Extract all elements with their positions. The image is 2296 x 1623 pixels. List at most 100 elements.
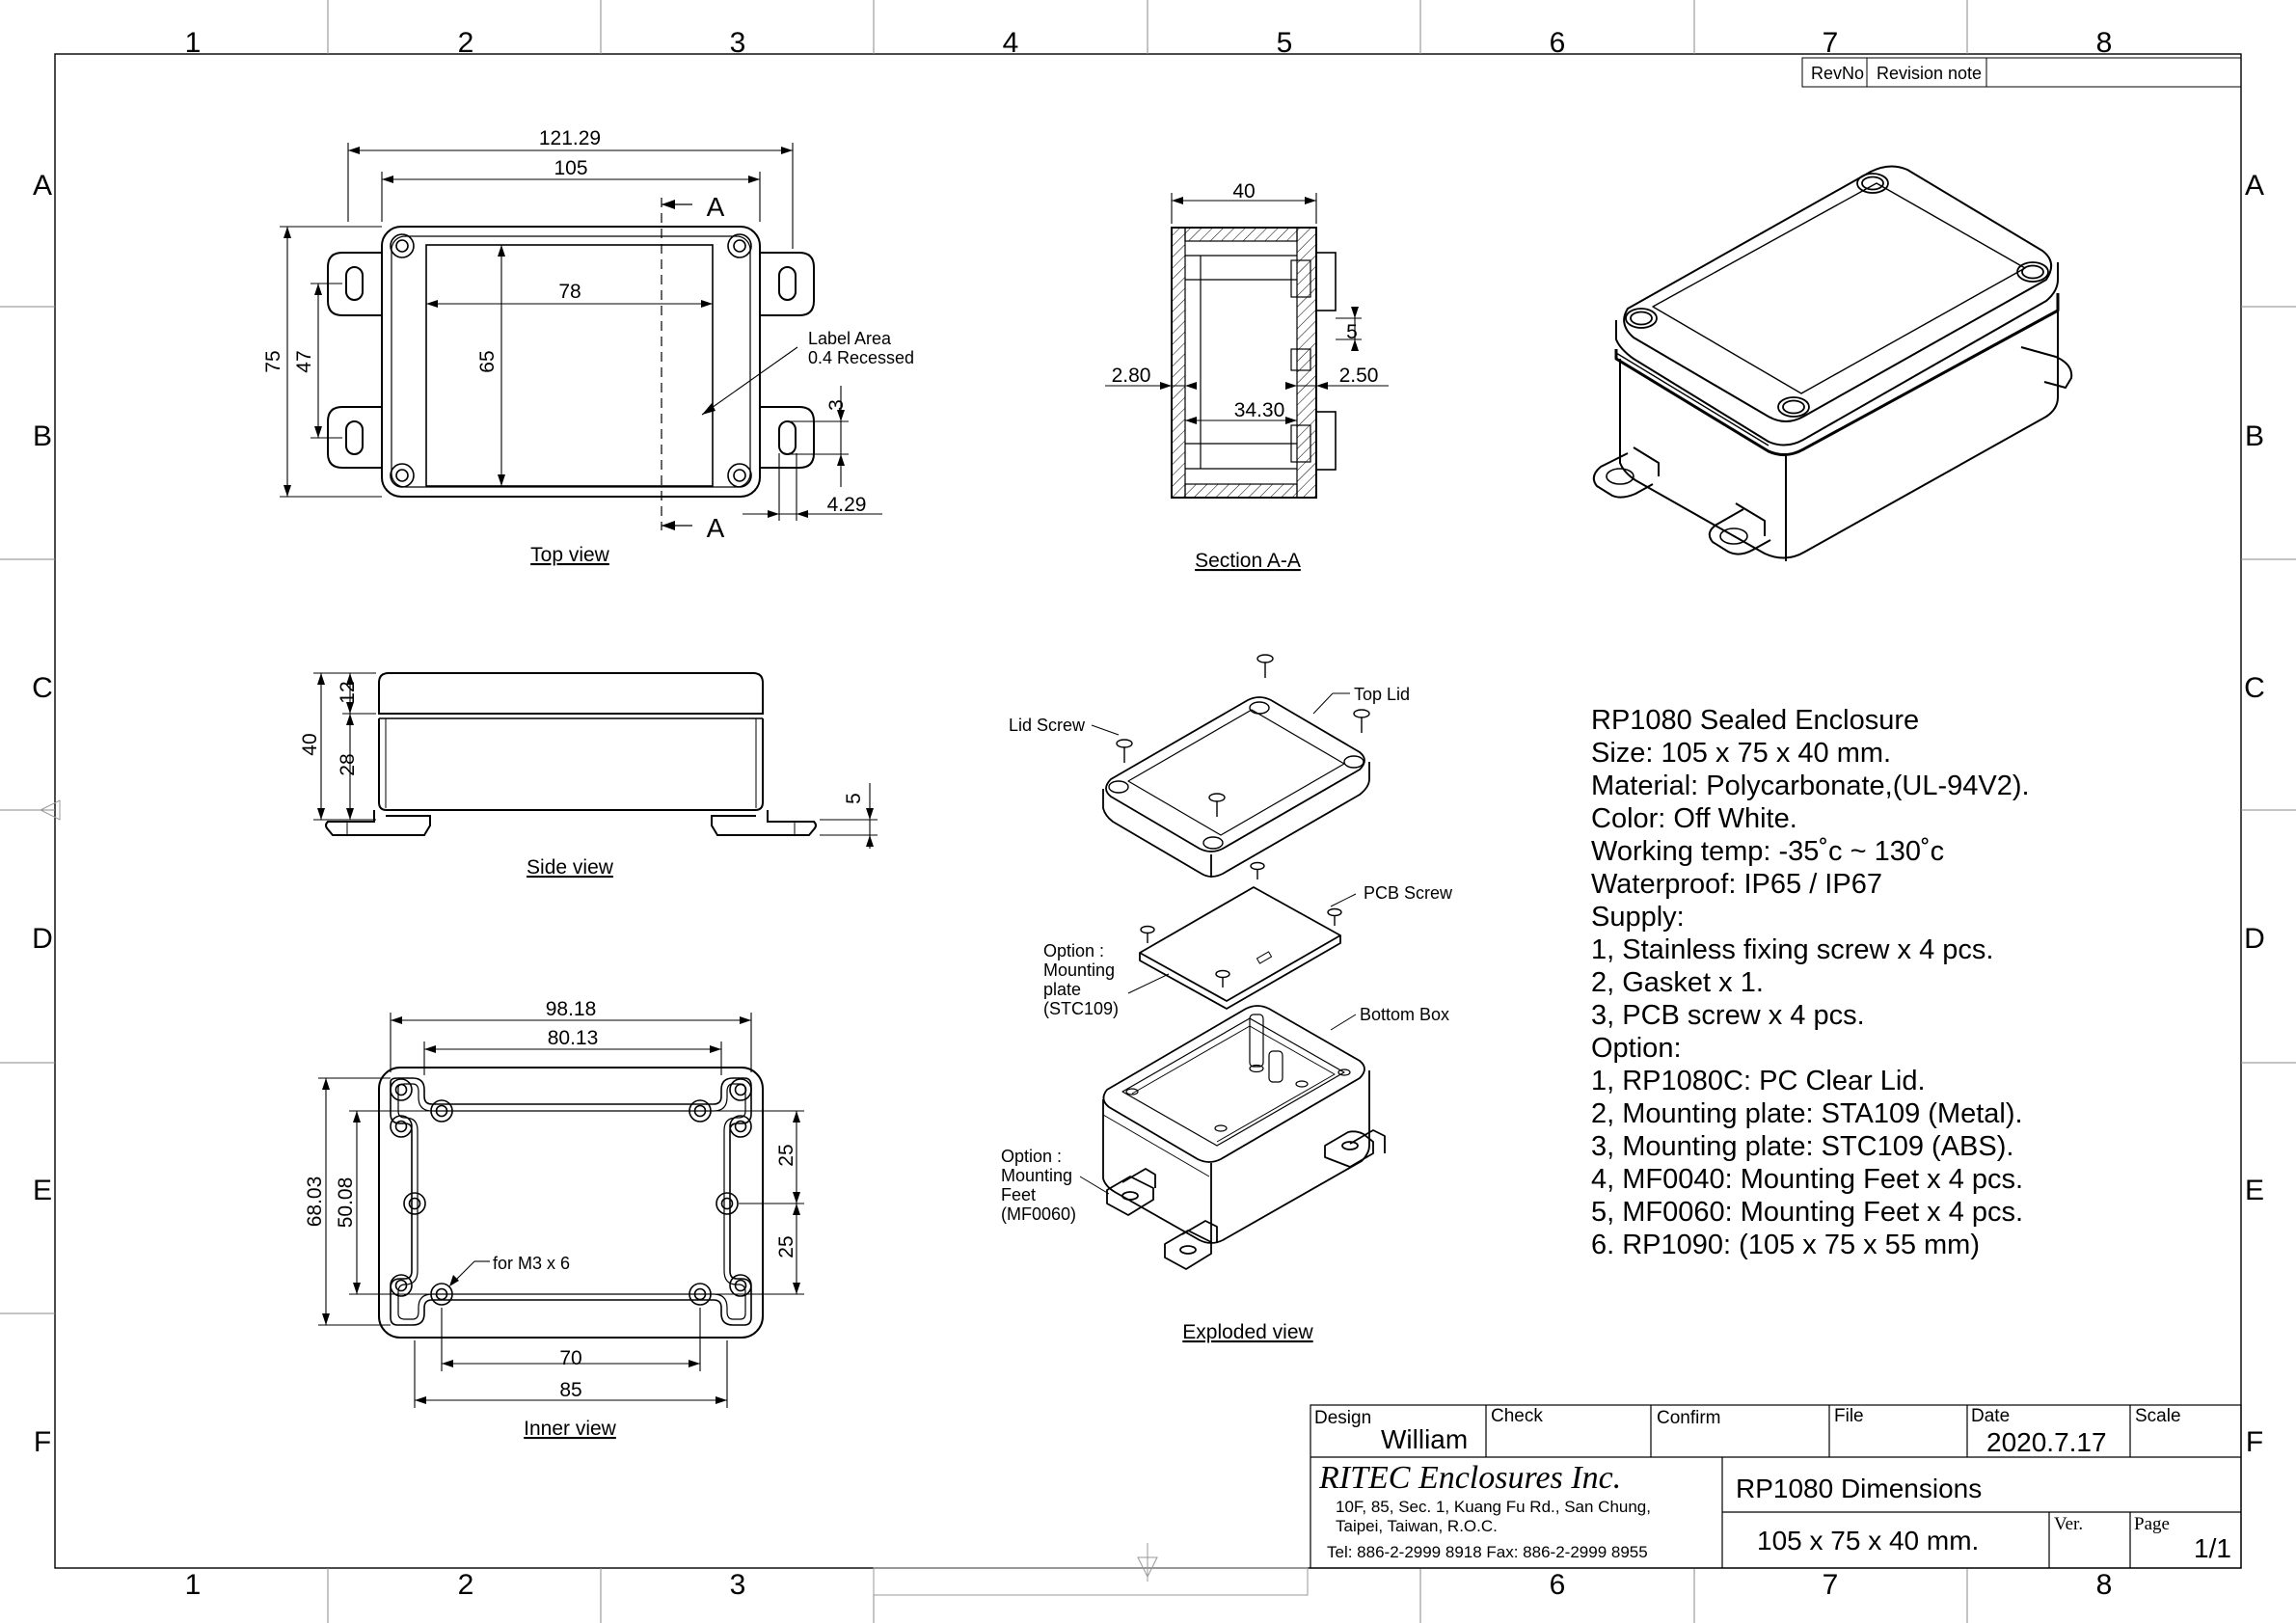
border-col-6-bottom: 6 [1550, 1569, 1566, 1601]
dim-inner-inner-height: 50.08 [335, 1177, 357, 1229]
dim-section-wall-left: 2.80 [1112, 365, 1151, 387]
option-plate-line3: plate [1043, 980, 1081, 999]
design-value: William [1381, 1424, 1469, 1454]
dim-inner-outer-width: 98.18 [546, 998, 597, 1020]
scale-label: Scale [2135, 1406, 2181, 1426]
section-view [1171, 227, 1337, 499]
file-label: File [1834, 1406, 1864, 1426]
spec-line: 2, Gasket x 1. [1591, 967, 1764, 998]
border-row-d-right: D [2244, 923, 2265, 955]
spec-line: 1, RP1080C: PC Clear Lid. [1591, 1066, 1926, 1096]
spec-line: Size: 105 x 75 x 40 mm. [1591, 738, 1892, 769]
border-row-e-right: E [2245, 1175, 2264, 1206]
option-feet-line1: Option : [1001, 1147, 1062, 1166]
date-label: Date [1971, 1406, 2011, 1426]
dim-side-lid: 12 [337, 681, 359, 703]
revision-table: RevNo Revision note [1801, 57, 2242, 88]
dim-inner-inner-width: 80.13 [548, 1027, 599, 1049]
inner-view-title: Inner view [524, 1418, 617, 1440]
dim-top-offset: 4.29 [827, 494, 867, 516]
spec-line: 5, MF0060: Mounting Feet x 4 pcs. [1591, 1197, 2024, 1228]
border-col-4: 4 [1003, 27, 1019, 59]
dim-side-feet: 5 [843, 793, 865, 804]
option-plate-line4: (STC109) [1043, 999, 1119, 1018]
dim-top-slot-span: 47 [293, 350, 315, 372]
bottom-box-label: Bottom Box [1360, 1005, 1449, 1024]
option-feet-line4: (MF0060) [1001, 1204, 1076, 1224]
border-col-2: 2 [458, 27, 474, 59]
isometric-view [1592, 165, 2073, 561]
exploded-view [1102, 654, 1386, 1270]
border-col-2-bottom: 2 [458, 1569, 474, 1601]
spec-line: Waterproof: IP65 / IP67 [1591, 869, 1882, 900]
spec-line: Color: Off White. [1591, 803, 1797, 834]
border-col-8: 8 [2096, 27, 2113, 59]
border-col-1: 1 [185, 27, 202, 59]
revision-note-header: Revision note [1877, 64, 1982, 83]
section-mark-top: A [707, 192, 725, 222]
dim-section-wall-right: 2.50 [1339, 365, 1379, 387]
dim-inner-outer-height: 68.03 [304, 1177, 326, 1228]
design-label: Design [1314, 1408, 1372, 1428]
border-row-a: A [33, 170, 52, 202]
top-lid-label: Top Lid [1354, 685, 1410, 704]
border-row-c-right: C [2244, 672, 2265, 704]
border-col-3-bottom: 3 [730, 1569, 746, 1601]
option-plate-line1: Option : [1043, 941, 1104, 960]
top-view-dimensions [280, 143, 882, 521]
border-row-a-right: A [2245, 170, 2264, 202]
dim-section-height: 40 [1232, 180, 1255, 203]
spec-line: 2, Mounting plate: STA109 (Metal). [1591, 1098, 2023, 1129]
dim-top-inner-width: 78 [558, 281, 581, 303]
section-mark-bottom: A [707, 513, 725, 543]
lid-screw-label: Lid Screw [1009, 716, 1086, 735]
label-area-line1: Label Area [808, 329, 892, 348]
border-row-e: E [33, 1175, 52, 1206]
spec-line: RP1080 Sealed Enclosure [1591, 705, 1920, 736]
date-value: 2020.7.17 [1986, 1427, 2107, 1457]
drawing-size: 105 x 75 x 40 mm. [1757, 1526, 1980, 1555]
side-view-title: Side view [527, 856, 614, 879]
side-view [325, 672, 817, 836]
pcb-screw-label: PCB Screw [1364, 883, 1453, 903]
dim-top-slot: 3 [825, 399, 848, 411]
border-row-b-right: B [2245, 420, 2264, 452]
drawing-title: RP1080 Dimensions [1736, 1474, 1983, 1503]
spec-line: 6. RP1090: (105 x 75 x 55 mm) [1591, 1230, 1980, 1260]
side-view-dimensions [313, 672, 878, 849]
section-view-title: Section A-A [1195, 550, 1301, 572]
spec-line: Supply: [1591, 902, 1685, 933]
top-view-title: Top view [530, 544, 610, 566]
option-feet-line3: Feet [1001, 1185, 1036, 1204]
spec-line: Material: Polycarbonate,(UL-94V2). [1591, 771, 2030, 801]
option-plate-line2: Mounting [1043, 960, 1115, 980]
page-label: Page [2134, 1514, 2170, 1534]
dim-top-overall-width: 121.29 [539, 127, 601, 149]
title-block [1310, 1404, 2242, 1569]
top-view [327, 198, 815, 530]
check-label: Check [1491, 1406, 1543, 1426]
border-row-d: D [32, 923, 53, 955]
border-col-7: 7 [1823, 27, 1839, 59]
dim-section-inner: 34.30 [1234, 399, 1285, 421]
border-col-5: 5 [1277, 27, 1293, 59]
border-col-3: 3 [730, 27, 746, 59]
spec-line: 1, Stainless fixing screw x 4 pcs. [1591, 934, 1994, 965]
exploded-view-leaders [1079, 692, 1357, 1195]
dim-inner-hole-width: 70 [559, 1347, 581, 1369]
option-feet-line2: Mounting [1001, 1166, 1072, 1185]
company-address-line1: 10F, 85, Sec. 1, Kuang Fu Rd., San Chung… [1336, 1498, 1651, 1516]
exploded-view-title: Exploded view [1182, 1321, 1313, 1343]
dim-section-gap: 5 [1346, 321, 1358, 343]
specification-list: RP1080 Sealed Enclosure Size: 105 x 75 x… [1591, 704, 2030, 1261]
version-label: Ver. [2054, 1514, 2084, 1534]
dim-top-height: 75 [262, 350, 284, 372]
page-value: 1/1 [2194, 1533, 2231, 1563]
spec-line: 4, MF0040: Mounting Feet x 4 pcs. [1591, 1164, 2024, 1195]
inner-view [378, 1067, 764, 1339]
confirm-label: Confirm [1657, 1408, 1721, 1428]
border-col-8-bottom: 8 [2096, 1569, 2113, 1601]
label-area-line2: 0.4 Recessed [808, 348, 914, 367]
dim-inner-pitch-a: 25 [775, 1144, 797, 1166]
